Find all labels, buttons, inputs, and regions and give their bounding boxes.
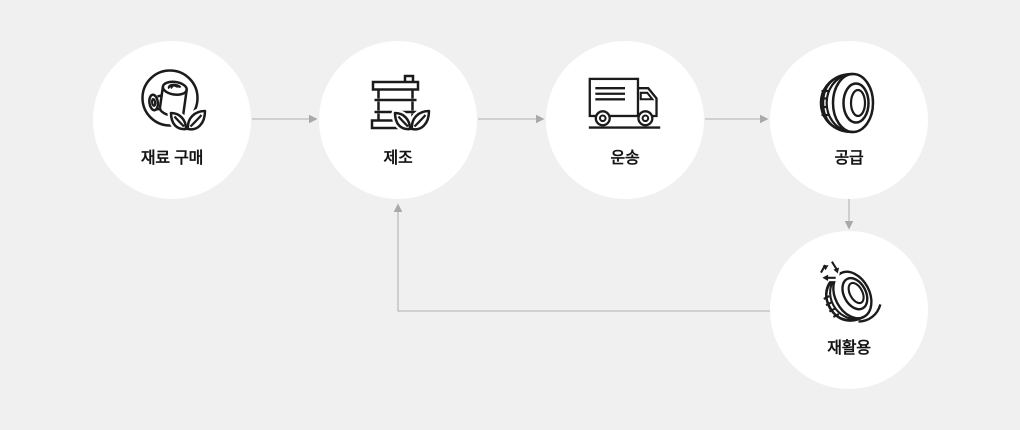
arrow-right-1 xyxy=(252,114,318,124)
node-material-purchase: 재료 구매 xyxy=(93,41,251,199)
node-manufacturing: 제조 xyxy=(319,41,477,199)
node-recycling: 재활용 xyxy=(770,231,928,389)
node-label: 제조 xyxy=(383,150,413,167)
tire-recycle-icon xyxy=(811,255,887,331)
node-transport: 운송 xyxy=(546,41,704,199)
node-label: 재료 구매 xyxy=(140,150,204,167)
node-label: 재활용 xyxy=(827,340,871,357)
tire-icon xyxy=(811,65,887,141)
recycle-arrows-glyph xyxy=(817,258,840,282)
node-label: 운송 xyxy=(610,150,640,167)
node-label: 공급 xyxy=(834,150,864,167)
material-rolls-leaf-icon xyxy=(134,65,210,141)
oil-drum-leaf-icon xyxy=(360,65,436,141)
delivery-truck-icon xyxy=(587,65,663,141)
arrow-right-3 xyxy=(705,114,769,124)
arrow-right-2 xyxy=(478,114,545,124)
node-supply: 공급 xyxy=(770,41,928,199)
arrow-return-loop xyxy=(393,203,770,312)
